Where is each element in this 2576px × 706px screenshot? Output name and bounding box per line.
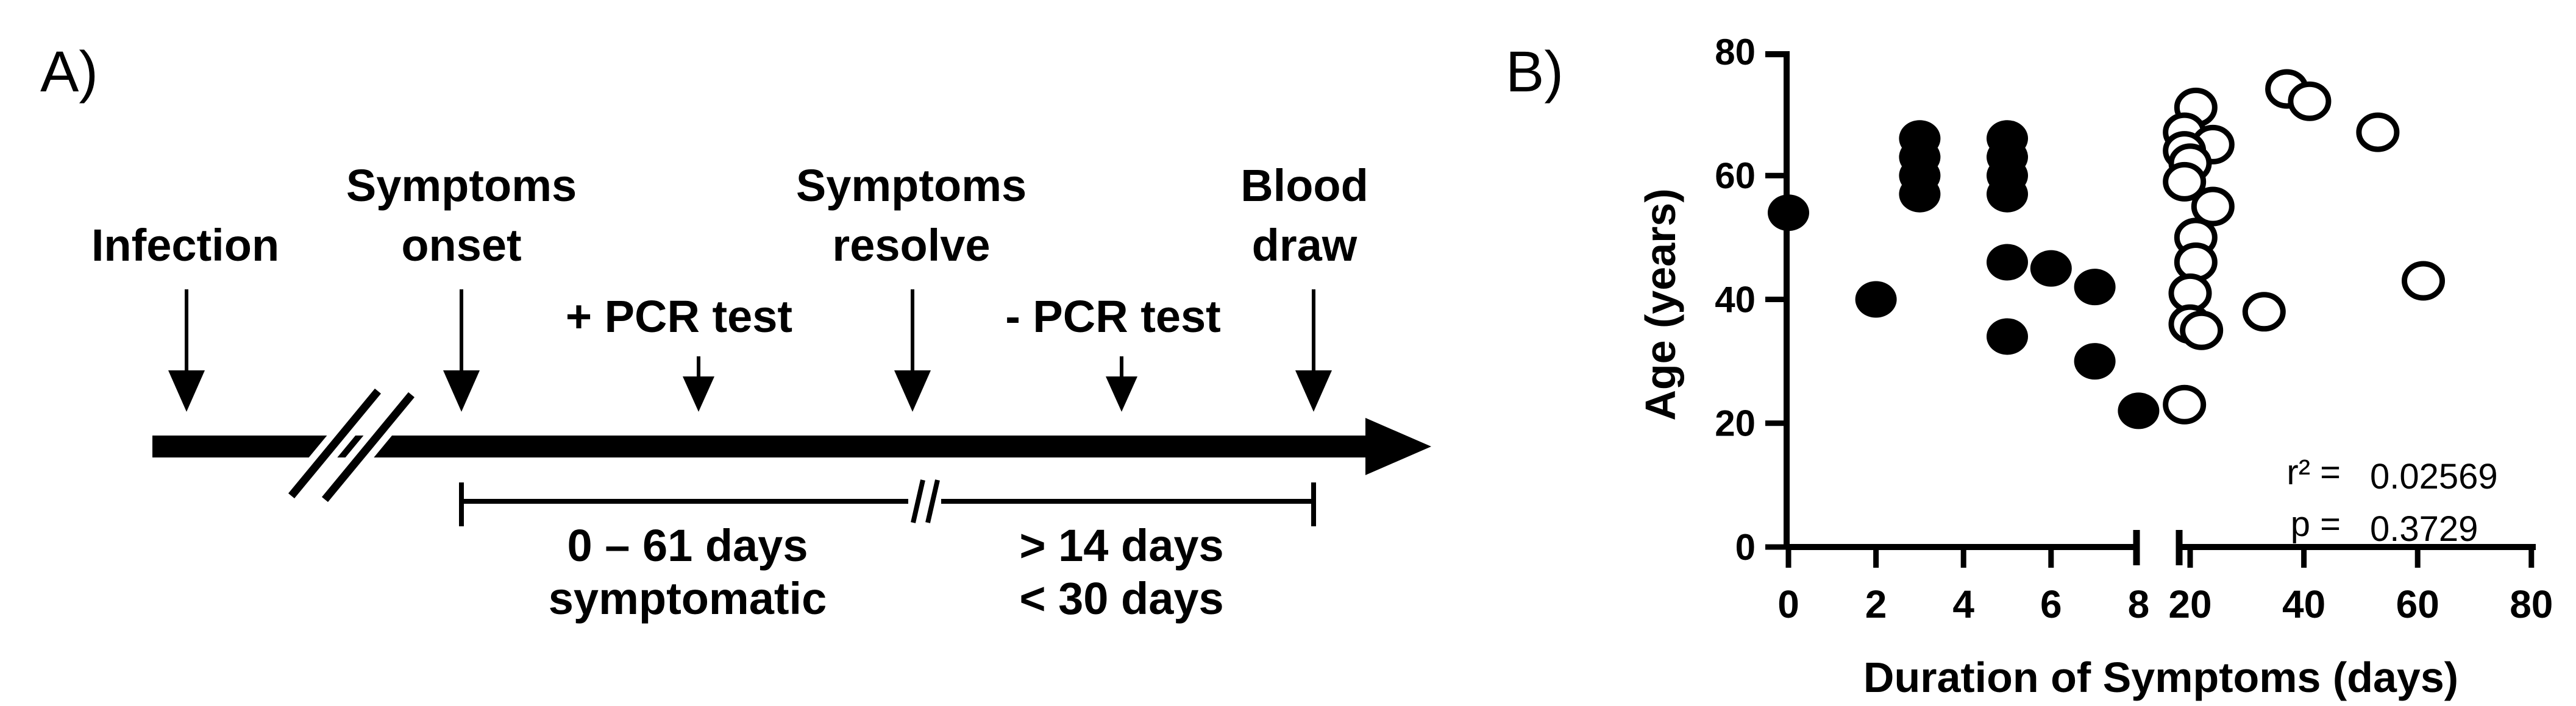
event-label-line1: Symptoms — [796, 160, 1026, 211]
panel-a-timeline-diagram: A) Infection Symptoms onset + PCR test S… — [40, 40, 1431, 624]
r2-value: 0.02569 — [2370, 457, 2498, 496]
down-arrow-head-icon — [168, 370, 205, 412]
y-tick-label: 60 — [1715, 155, 1756, 196]
x-axis-title: Duration of Symptoms (days) — [1863, 654, 2458, 701]
y-axis-title: Age (years) — [1637, 188, 1684, 420]
event-label: - PCR test — [1005, 291, 1221, 342]
down-arrow-head-icon — [443, 370, 480, 412]
scatter-point-filled — [2074, 269, 2116, 306]
y-tick-label: 80 — [1715, 32, 1756, 72]
y-axis-line — [1765, 51, 1790, 547]
scatter-point-filled — [1987, 175, 2028, 213]
event-label-line2: draw — [1252, 220, 1357, 270]
scatter-point-open — [2180, 310, 2224, 350]
down-arrow-head-icon — [1295, 370, 1332, 412]
scatter-point-filled — [2118, 392, 2160, 429]
panel-b-scatter-plot: B) 0 20 40 60 80 0 2 4 6 8 20 40 60 80 Age (years) D… — [1506, 32, 2553, 701]
down-arrow-head-icon — [683, 376, 714, 412]
x-tick-labels: 0 2 4 6 8 20 40 60 80 — [1777, 582, 2553, 626]
timeline-arrowhead-icon — [1365, 418, 1431, 475]
scatter-point-filled — [1987, 318, 2028, 355]
interval-labels: 0 – 61 days symptomatic > 14 days < 30 d… — [549, 520, 1224, 624]
symptomatic-interval-line1: 0 – 61 days — [568, 520, 808, 571]
timeline-arrow — [152, 384, 1431, 507]
axes — [1765, 51, 2536, 565]
y-tick-marks — [1765, 172, 1787, 550]
stats-annotation: r² = 0.02569 p = 0.3729 — [2286, 453, 2497, 549]
timeline-break-icon — [283, 384, 420, 507]
scatter-point-open — [2288, 81, 2332, 121]
y-tick-labels: 0 20 40 60 80 — [1715, 32, 1756, 568]
scatter-point-open — [2356, 112, 2400, 152]
panel-a-label: A) — [40, 40, 98, 104]
event-plus-pcr-test: + PCR test — [566, 291, 792, 412]
event-label-line1: Symptoms — [346, 160, 577, 211]
event-label-line1: Blood — [1240, 160, 1368, 211]
event-blood-draw: Blood draw — [1240, 160, 1368, 412]
x-tick-label: 8 — [2128, 582, 2150, 626]
x-tick-label: 4 — [1952, 582, 1974, 626]
down-arrow-head-icon — [1106, 376, 1137, 412]
event-infection: Infection — [91, 220, 279, 412]
scatter-point-open — [2163, 161, 2207, 202]
x-tick-label: 0 — [1777, 582, 1799, 626]
break-slash — [321, 392, 415, 503]
x-tick-marks — [1785, 547, 2535, 568]
y-tick-label: 20 — [1715, 403, 1756, 444]
bracket-break-slash — [911, 479, 925, 523]
bracket-break-slash — [925, 479, 940, 523]
scatter-point-filled — [2074, 343, 2116, 380]
event-label-line2: onset — [401, 220, 521, 270]
r2-label: r² = — [2286, 453, 2341, 492]
scatter-point-filled — [2030, 250, 2072, 287]
symptomatic-interval-line2: symptomatic — [549, 573, 827, 624]
scatter-point-filled — [1855, 281, 1897, 318]
down-arrow-head-icon — [894, 370, 931, 412]
event-label-line2: resolve — [832, 220, 990, 270]
event-symptoms-onset: Symptoms onset — [346, 160, 577, 412]
x-tick-label: 2 — [1865, 582, 1887, 626]
scatter-point-open — [2191, 186, 2235, 227]
scatter-point-filled — [1768, 194, 1809, 231]
scatter-point-open — [2402, 261, 2446, 301]
event-label: + PCR test — [566, 291, 792, 342]
x-tick-label: 20 — [2168, 582, 2211, 626]
x-tick-label: 40 — [2282, 582, 2325, 626]
event-minus-pcr-test: - PCR test — [1005, 291, 1221, 412]
scatter-series-open — [2163, 69, 2446, 425]
y-tick-label: 40 — [1715, 279, 1756, 320]
x-tick-label: 80 — [2510, 582, 2553, 626]
convalescent-interval-line1: > 14 days — [1019, 520, 1223, 571]
scatter-point-open — [2242, 292, 2286, 332]
scatter-point-filled — [1899, 175, 1941, 213]
break-slash — [288, 388, 382, 499]
panel-b-label: B) — [1506, 40, 1564, 104]
scatter-point-filled — [1987, 244, 2028, 281]
y-tick-label: 0 — [1735, 527, 1756, 568]
interval-bracket — [459, 479, 1316, 526]
event-label: Infection — [91, 220, 279, 270]
p-label: p = — [2291, 504, 2341, 544]
convalescent-interval-line2: < 30 days — [1019, 573, 1223, 624]
event-symptoms-resolve: Symptoms resolve — [796, 160, 1026, 412]
scatter-point-open — [2163, 384, 2207, 425]
x-tick-label: 60 — [2396, 582, 2439, 626]
x-tick-label: 6 — [2040, 582, 2062, 626]
p-value: 0.3729 — [2370, 509, 2478, 549]
scatter-series-filled — [1768, 120, 2160, 429]
